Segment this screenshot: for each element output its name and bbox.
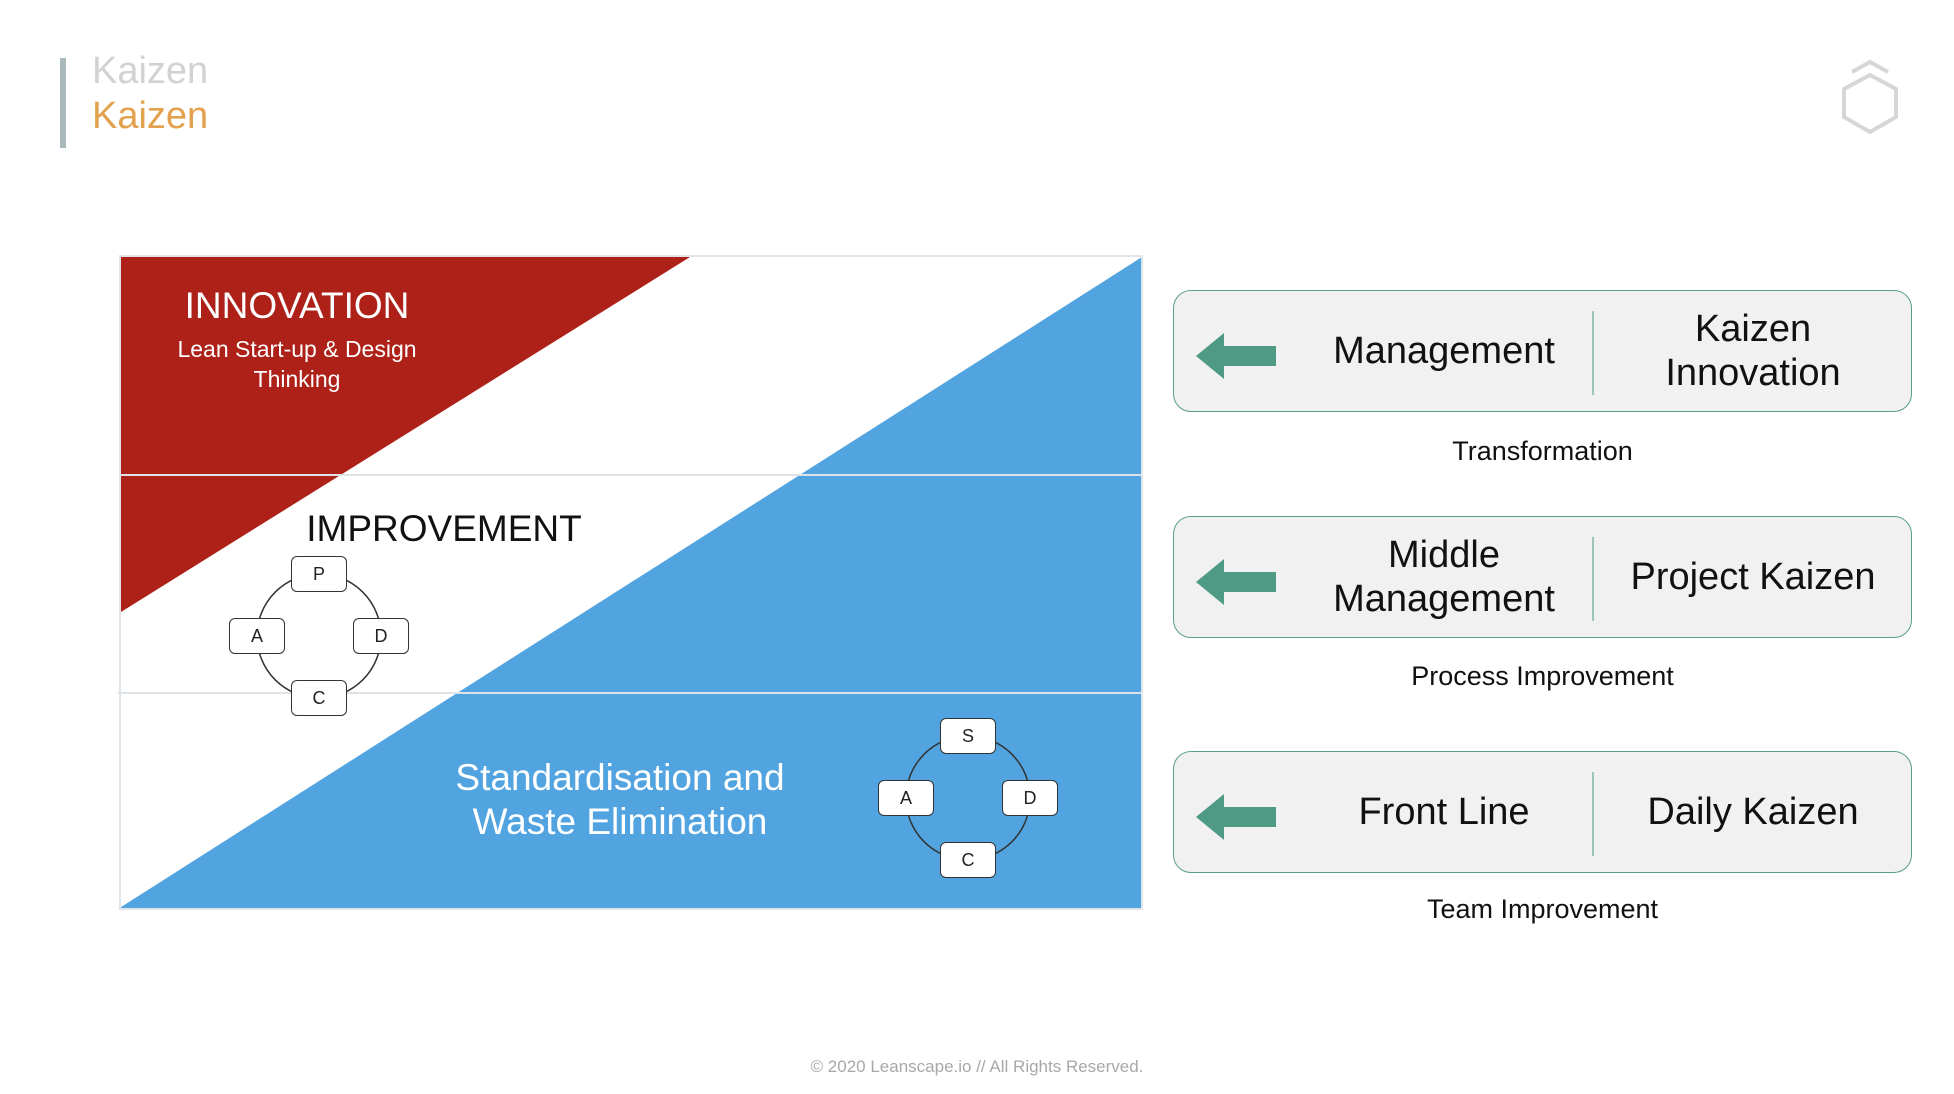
sdca-node-act: A <box>878 780 934 816</box>
innovation-title: INNOVATION <box>184 285 410 326</box>
level-kaizen-line1: Daily Kaizen <box>1647 791 1859 833</box>
standardisation-area <box>118 257 1142 909</box>
pdca-node-act: A <box>229 618 285 654</box>
level-role-line1: Front Line <box>1358 791 1530 833</box>
level-kaizen-type: Daily Kaizen <box>1594 752 1912 872</box>
arrow-left-icon <box>1196 559 1276 605</box>
title-accent-bar <box>60 58 66 148</box>
page-title: Kaizen <box>92 95 209 137</box>
innovation-subtitle-line2: Thinking <box>253 366 341 392</box>
level-caption-transformation: Transformation <box>1452 436 1633 466</box>
arrow-left-icon <box>1196 794 1276 840</box>
card-divider <box>1592 537 1594 621</box>
level-kaizen-line1: Project Kaizen <box>1630 556 1876 598</box>
innovation-area <box>121 257 690 612</box>
standardisation-title-line1: Standardisation and <box>455 757 785 798</box>
arrow-left-icon <box>1196 333 1276 379</box>
level-role: Front Line <box>1294 752 1594 872</box>
pdca-node-check: C <box>291 680 347 716</box>
innovation-subtitle-line1: Lean Start-up & Design <box>177 336 417 362</box>
section-label: Kaizen <box>92 50 209 92</box>
level-card-front-line: Front Line Daily Kaizen <box>1173 751 1912 873</box>
level-kaizen-line2: Innovation <box>1665 352 1841 394</box>
pdca-node-plan: P <box>291 556 347 592</box>
card-divider <box>1592 311 1594 395</box>
level-role-line1: Management <box>1333 330 1555 372</box>
level-caption-team-improvement: Team Improvement <box>1426 894 1659 924</box>
level-role-line2: Management <box>1333 578 1555 620</box>
level-kaizen-line1: Kaizen <box>1694 308 1812 350</box>
sdca-node-check: C <box>940 842 996 878</box>
standardisation-title-line2: Waste Elimination <box>472 801 768 842</box>
level-kaizen-type: Project Kaizen <box>1594 517 1912 637</box>
pdca-node-do: D <box>353 618 409 654</box>
innovation-subtitle: Lean Start-up & Design Thinking <box>177 334 416 394</box>
standardisation-title: Standardisation and Waste Elimination <box>455 756 784 844</box>
sdca-node-do: D <box>1002 780 1058 816</box>
sdca-node-standardise: S <box>940 718 996 754</box>
copyright-footer: © 2020 Leanscape.io // All Rights Reserv… <box>810 1057 1144 1076</box>
hexagon-logo-icon <box>1842 59 1898 135</box>
level-role-line1: Middle <box>1388 534 1500 576</box>
level-role: Management <box>1294 291 1594 411</box>
card-divider <box>1592 772 1594 856</box>
diagram-frame <box>119 255 1143 910</box>
improvement-title: IMPROVEMENT <box>306 508 582 549</box>
level-caption-process-improvement: Process Improvement <box>1411 661 1674 691</box>
